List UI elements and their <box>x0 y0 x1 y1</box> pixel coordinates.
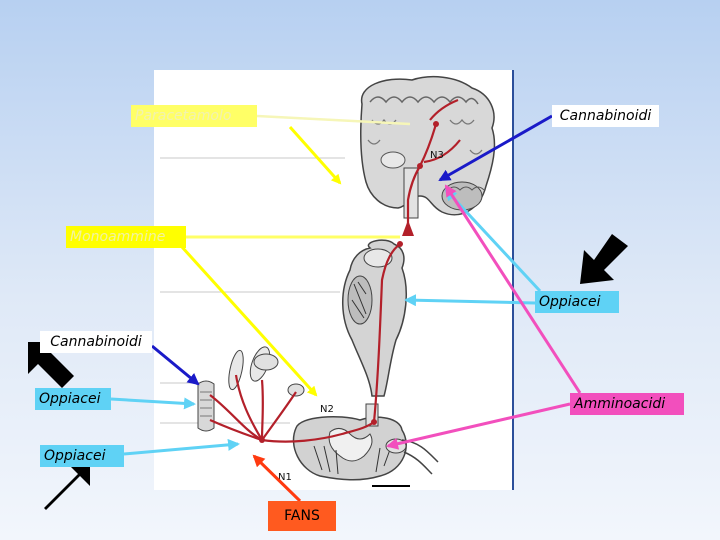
fans-label: FANS <box>268 501 336 531</box>
brainstem-illustration <box>342 239 407 397</box>
anatomy-figure: N1 N2 N3 <box>154 70 514 490</box>
paracetamolo-line <box>256 114 411 126</box>
fans-arrow <box>252 454 302 503</box>
black-arrow-bottom-icon <box>44 464 90 510</box>
cannabinoidi-top-label: Cannabinoidi <box>552 105 659 127</box>
oppiacei-right-label: Oppiacei <box>535 291 619 313</box>
drug-arrows <box>110 114 582 503</box>
oppiacei-mid-arrow <box>110 397 196 410</box>
paracetamolo-arrow <box>288 126 342 185</box>
amminoacidi-brain-arrow <box>444 184 582 394</box>
n3-label: N3 <box>430 150 444 161</box>
oppiacei-bottom-label: Oppiacei <box>40 445 124 467</box>
peripheral-tissue-illustration <box>197 346 305 432</box>
cannabinoidi-top-arrow <box>438 114 553 182</box>
oppiacei-mid-label: Oppiacei <box>35 388 111 410</box>
n1-label: N1 <box>278 472 292 483</box>
pain-pathway-nodes <box>259 121 439 443</box>
paracetamolo-label: Paracetamolo <box>131 105 257 127</box>
amminoacidi-label: Amminoacidi <box>570 393 684 415</box>
amminoacidi-spine-arrow <box>386 402 571 450</box>
black-arrow-right-icon <box>580 234 628 284</box>
oppiacei-bottom-arrow <box>123 438 240 456</box>
n2-label: N2 <box>320 404 334 415</box>
cannabinoidi-left-arrow <box>151 344 200 386</box>
cannabinoidi-left-label: Cannabinoidi <box>40 331 152 353</box>
monoammine-arrow <box>180 245 318 397</box>
black-arrow-left-icon <box>28 342 74 388</box>
oppiacei-right-brain-arrow <box>444 188 542 293</box>
monoammine-label: Monoammine <box>66 226 186 248</box>
oppiacei-right-stem-arrow <box>404 294 536 307</box>
pointer-arrows <box>28 234 628 510</box>
